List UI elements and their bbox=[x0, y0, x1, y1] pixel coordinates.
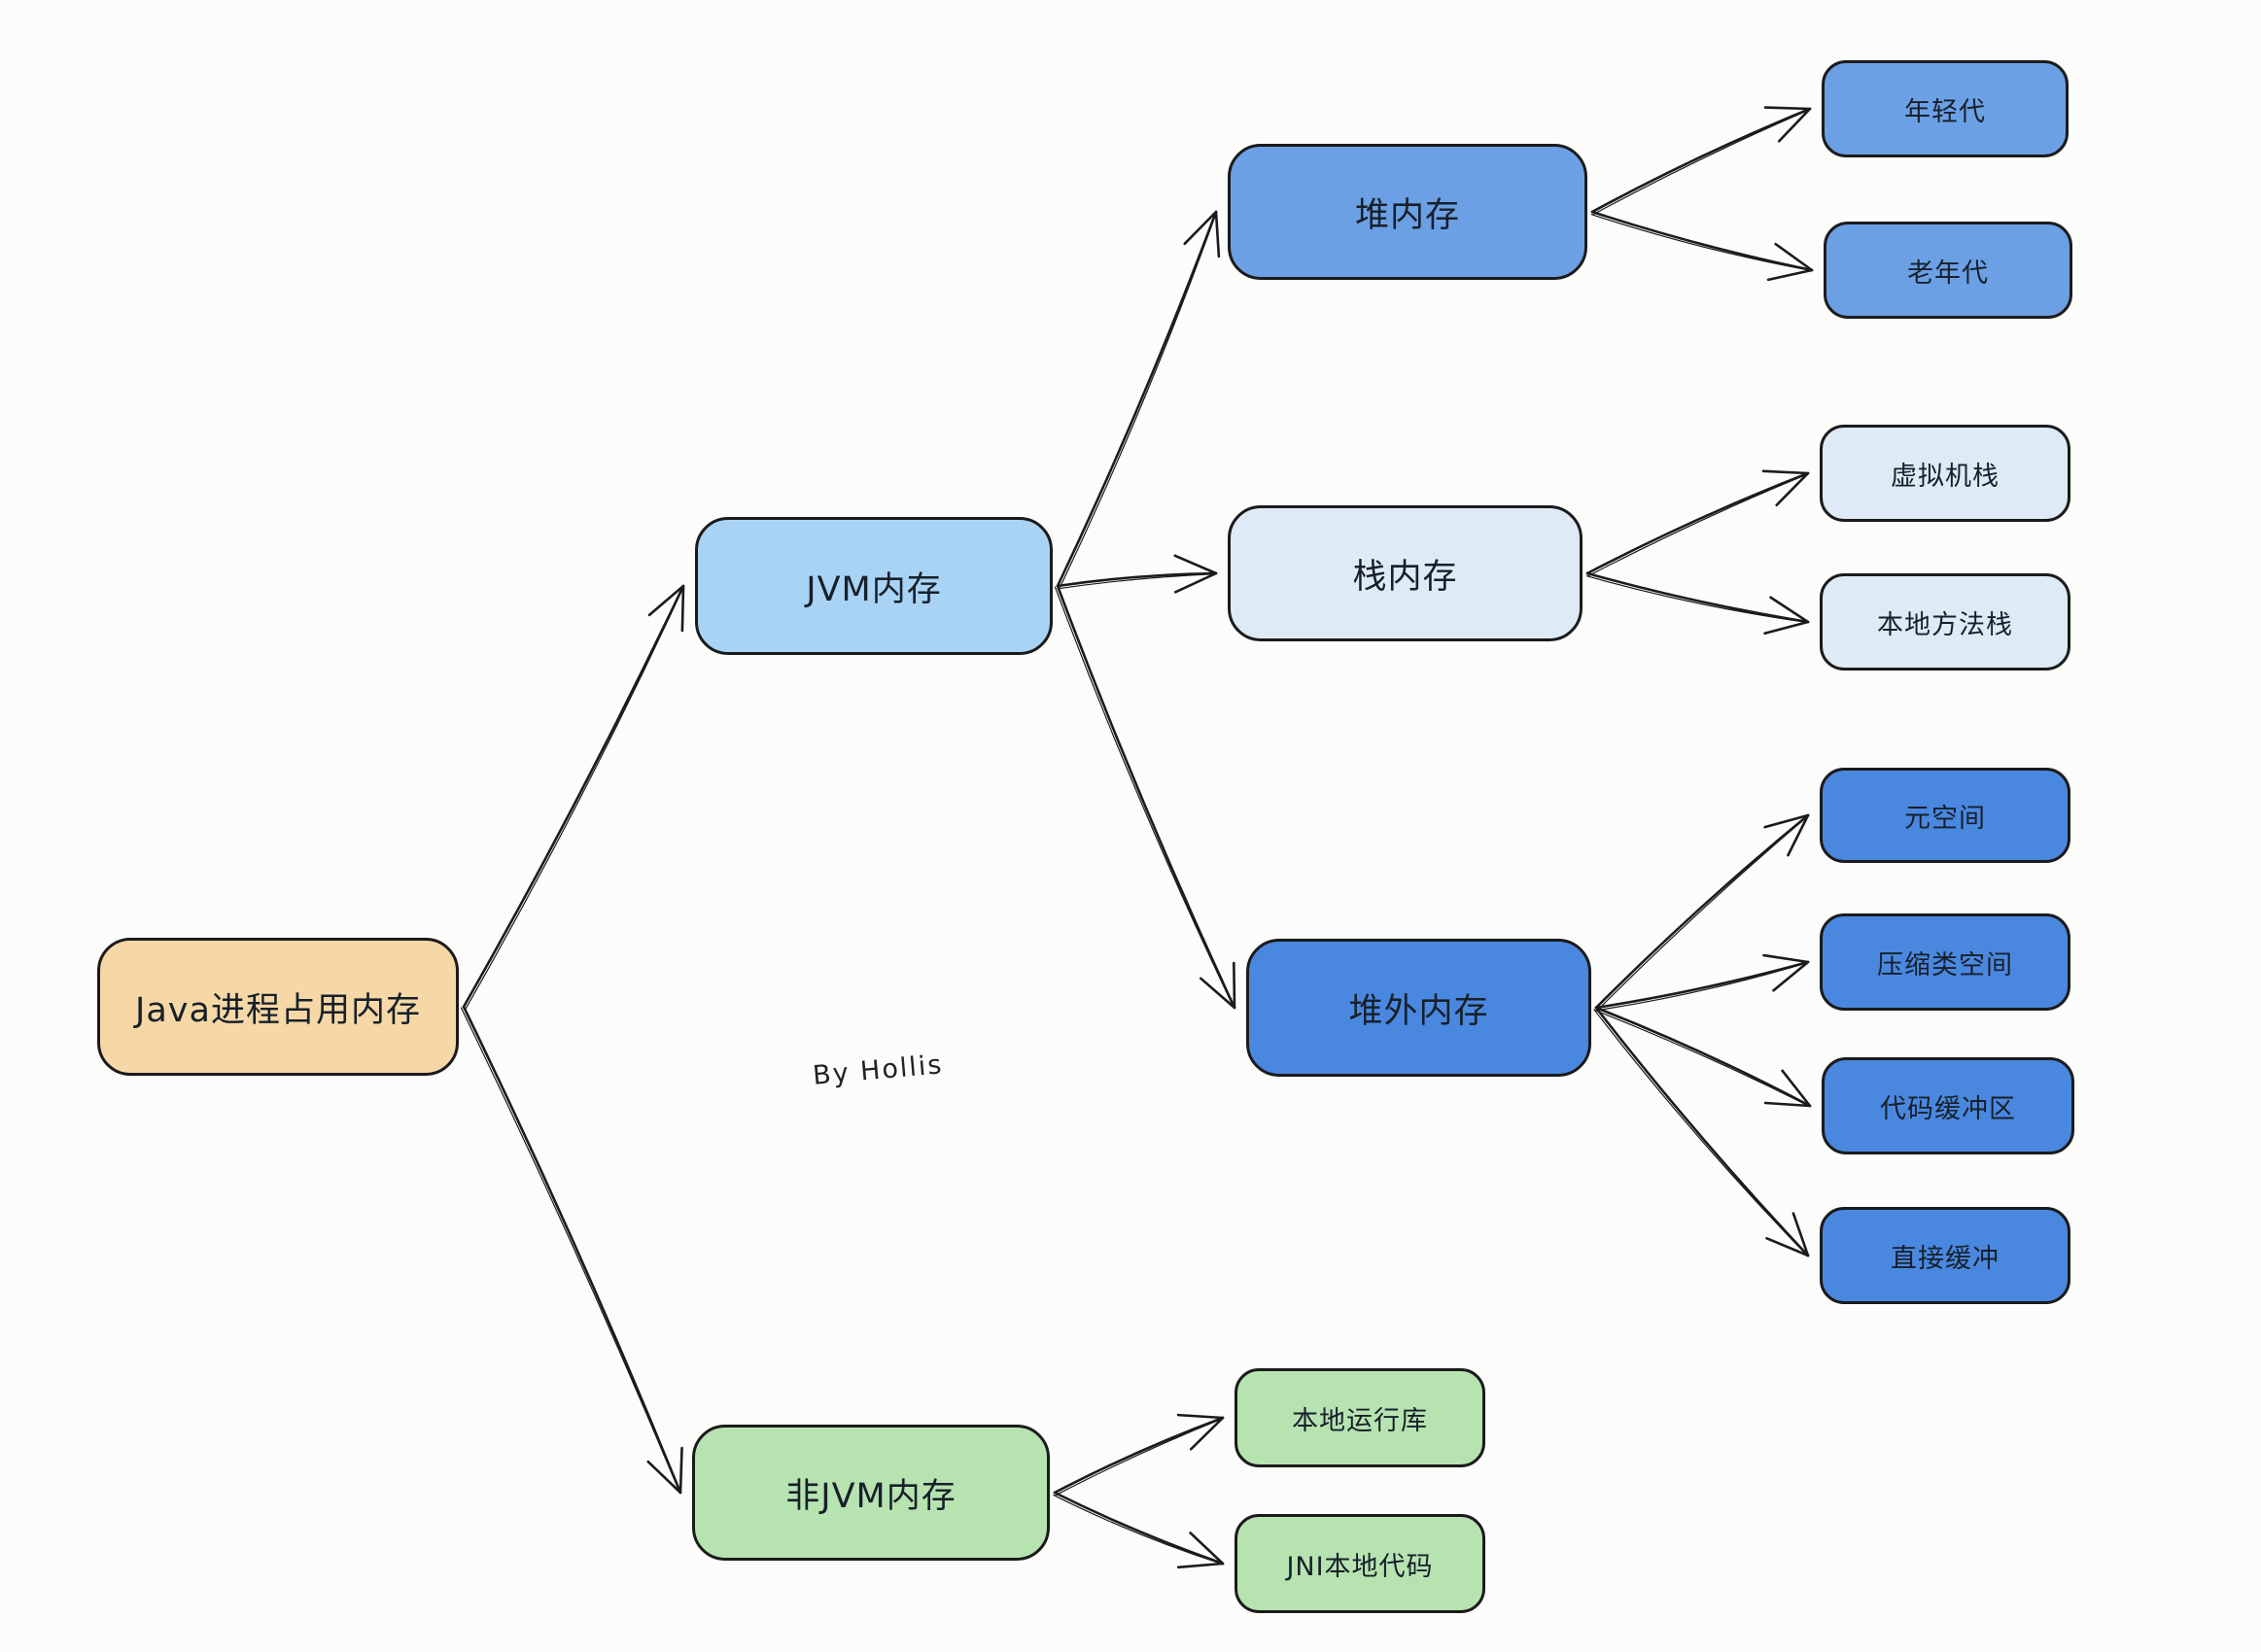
node-label: 栈内存 bbox=[1352, 557, 1458, 597]
node-young-generation[interactable]: 年轻代 bbox=[1822, 60, 2069, 157]
node-label: 压缩类空间 bbox=[1877, 949, 2013, 981]
node-label: 虚拟机栈 bbox=[1891, 461, 2000, 492]
node-label: 本地运行库 bbox=[1292, 1405, 1428, 1436]
node-metaspace[interactable]: 元空间 bbox=[1820, 768, 2070, 863]
node-jni-native-code[interactable]: JNI本地代码 bbox=[1235, 1514, 1485, 1613]
node-label: 非JVM内存 bbox=[785, 1476, 957, 1516]
node-heap-memory[interactable]: 堆内存 bbox=[1228, 144, 1587, 280]
node-old-generation[interactable]: 老年代 bbox=[1824, 222, 2072, 319]
node-label: 直接缓冲 bbox=[1891, 1243, 2000, 1274]
node-non-jvm-memory[interactable]: 非JVM内存 bbox=[692, 1425, 1050, 1561]
node-compressed-class-space[interactable]: 压缩类空间 bbox=[1820, 913, 2070, 1011]
node-label: JVM内存 bbox=[806, 569, 942, 609]
node-stack-memory[interactable]: 栈内存 bbox=[1228, 505, 1583, 641]
node-java-process-memory[interactable]: Java进程占用内存 bbox=[97, 938, 459, 1076]
node-label: 元空间 bbox=[1904, 803, 1986, 834]
node-label: 堆外内存 bbox=[1348, 991, 1489, 1031]
node-code-cache[interactable]: 代码缓冲区 bbox=[1822, 1057, 2074, 1154]
node-label: 堆内存 bbox=[1354, 195, 1460, 235]
node-label: 老年代 bbox=[1907, 258, 1989, 289]
node-native-runtime-lib[interactable]: 本地运行库 bbox=[1235, 1368, 1485, 1467]
node-label: 代码缓冲区 bbox=[1880, 1093, 2016, 1124]
node-label: JNI本地代码 bbox=[1286, 1551, 1434, 1582]
node-jvm-memory[interactable]: JVM内存 bbox=[695, 517, 1053, 655]
watermark-by-hollis: By Hollis bbox=[811, 1050, 945, 1091]
node-direct-buffer[interactable]: 直接缓冲 bbox=[1820, 1207, 2070, 1304]
node-label: 本地方法栈 bbox=[1877, 609, 2013, 640]
node-offheap-memory[interactable]: 堆外内存 bbox=[1246, 939, 1591, 1077]
node-label: Java进程占用内存 bbox=[135, 990, 421, 1030]
node-native-method-stack[interactable]: 本地方法栈 bbox=[1820, 573, 2070, 671]
node-vm-stack[interactable]: 虚拟机栈 bbox=[1820, 425, 2070, 522]
node-label: 年轻代 bbox=[1904, 96, 1986, 127]
